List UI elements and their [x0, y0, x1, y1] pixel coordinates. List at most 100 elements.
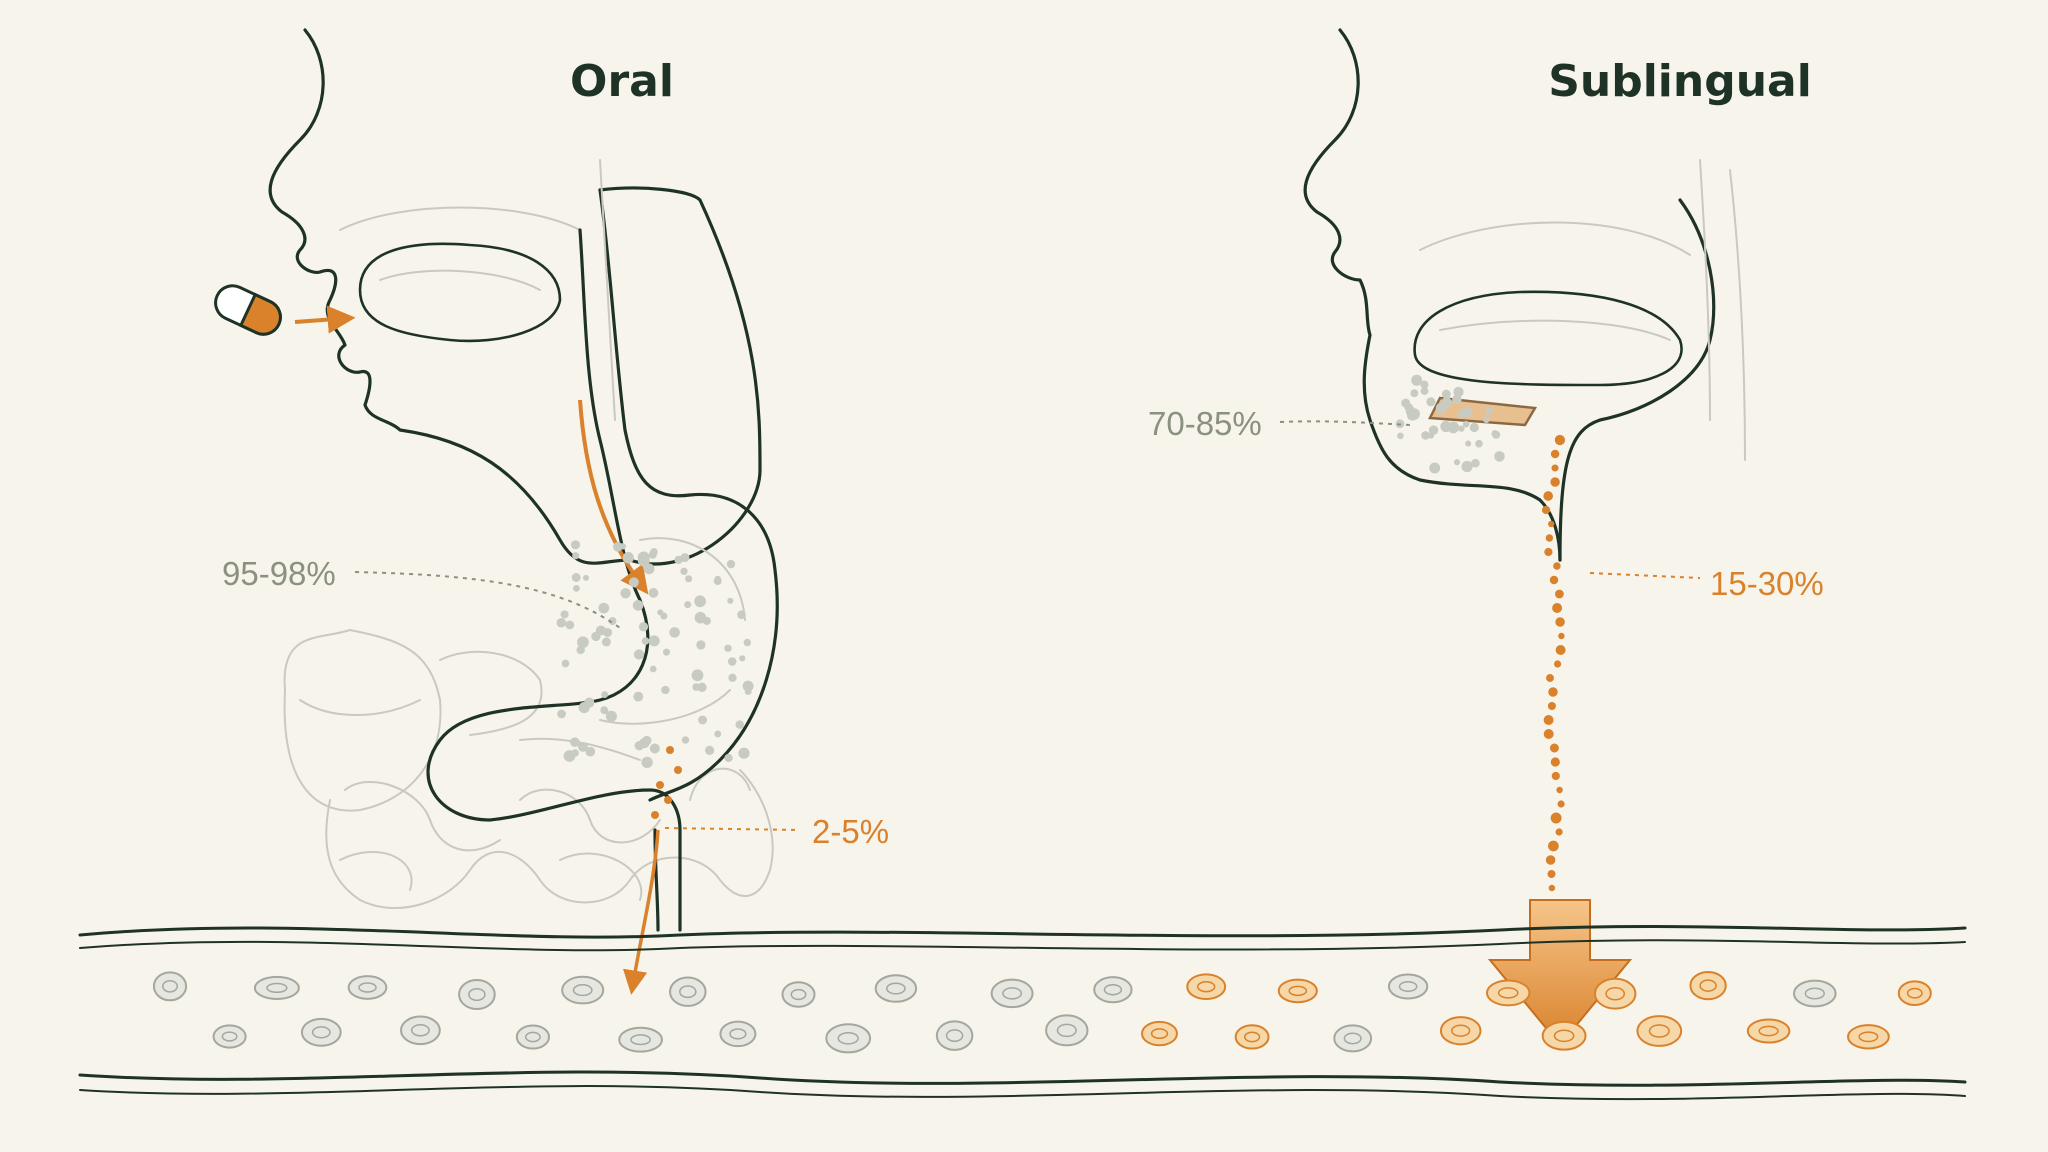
oral-particle [698, 715, 708, 725]
blood-cell-grey [253, 975, 300, 1000]
blood-cell-orange-center [1288, 985, 1308, 997]
oral-particle [744, 688, 752, 695]
sublingual-tablet-icon [1428, 396, 1538, 427]
blood-cell-grey [825, 1023, 872, 1054]
sublingual-head-outline [1303, 28, 1562, 562]
oral-particle [657, 609, 664, 616]
oral-particle [578, 702, 590, 714]
sublingual-particle [1453, 459, 1461, 466]
sublingual-particle [1401, 398, 1411, 408]
blood-cells [152, 970, 1932, 1054]
oral-particle [648, 588, 659, 598]
oral-particle [649, 743, 660, 754]
oral-particle [684, 575, 693, 583]
sublingual-particle [1458, 425, 1465, 432]
oral-particle [692, 683, 701, 691]
oral-particle [648, 550, 657, 559]
oral-particle [704, 745, 715, 756]
oral-particle [633, 649, 645, 660]
oral-particle [560, 610, 569, 619]
sublingual-particle [1465, 440, 1472, 447]
oral-particle [724, 644, 732, 653]
blood-vessel-top-wall [78, 924, 1967, 939]
sublingual-title: Sublingual [1548, 56, 1812, 107]
sublingual-particle-absorbed [1549, 575, 1559, 585]
sublingual-particle-absorbed [1545, 534, 1554, 542]
oral-particle [582, 574, 590, 581]
esophagus-stomach-outline [426, 228, 682, 932]
blood-cell-orange [1636, 1015, 1683, 1047]
sublingual-particle [1461, 460, 1473, 473]
blood-cell-orange-center [1196, 981, 1216, 993]
blood-cell-grey-center [410, 1024, 430, 1037]
oral-particle [674, 555, 683, 565]
oral-particle [714, 730, 722, 738]
oral-particle [622, 552, 634, 564]
oral-particle [737, 610, 746, 620]
sublingual-particle [1420, 387, 1429, 395]
oral-particle [572, 584, 580, 592]
sublingual-particle [1453, 386, 1464, 398]
blood-cell-orange-center [1758, 1025, 1779, 1037]
blood-cell-grey-center [572, 984, 593, 997]
oral-particle [561, 659, 570, 668]
oral-particle [571, 573, 581, 582]
sublingual-particle-absorbed [1556, 786, 1563, 794]
blood-cell-grey [1792, 979, 1837, 1008]
sublingual-particle-absorbed [1551, 771, 1560, 781]
blood-cell-grey [781, 981, 816, 1008]
oral-particle [556, 618, 567, 628]
blood-cell-orange-center [1451, 1024, 1471, 1037]
swallow-arrow [578, 399, 649, 595]
sublingual-particle-absorbed [1545, 855, 1556, 865]
oral-particle [735, 720, 744, 729]
sublingual-particle [1410, 389, 1419, 398]
sublingual-particle [1475, 439, 1483, 448]
intake-arrow [294, 305, 356, 334]
blood-cell-orange-center [1553, 1029, 1575, 1043]
sublingual-absorbed-leader [1589, 572, 1701, 579]
oral-title: Oral [570, 56, 674, 107]
sublingual-absorption-arrow [1487, 899, 1633, 1047]
blood-cell-grey [400, 1015, 441, 1046]
oral-particle-absorbed [674, 766, 682, 774]
oral-particle [577, 741, 588, 752]
blood-cell-grey-center [162, 979, 178, 993]
sublingual-particle [1469, 422, 1479, 433]
sublingual-particle [1452, 394, 1462, 405]
blood-cell-orange [1689, 970, 1727, 1001]
blood-cell-grey [874, 974, 918, 1003]
oral-particle [598, 602, 610, 614]
oral-particle [684, 601, 692, 609]
oral-particle [661, 685, 670, 695]
sublingual-particle-absorbed [1555, 828, 1563, 836]
blood-cell-orange [1541, 1020, 1587, 1051]
sublingual-particle-absorbed [1547, 701, 1556, 711]
blood-cell-grey-center [468, 987, 486, 1002]
sublingual-tongue-outline [1413, 290, 1683, 387]
blood-cell-grey [347, 975, 388, 1000]
sublingual-particle-absorbed [1548, 840, 1559, 852]
oral-particle [565, 620, 575, 630]
sublingual-particle [1485, 407, 1493, 415]
sublingual-particle [1471, 458, 1480, 468]
sublingual-particle-absorbed [1550, 757, 1560, 767]
blood-cell-grey [212, 1024, 247, 1049]
blood-cell-grey-center [1398, 980, 1418, 993]
sublingual-particle-absorbed [1558, 632, 1565, 640]
oral-particle [605, 710, 617, 722]
blood-cell-grey [1333, 1024, 1373, 1053]
blood-cell-grey [1045, 1014, 1089, 1047]
blood-cell-orange-center [1605, 986, 1626, 1001]
oral-particle [641, 756, 653, 769]
oral-particle-absorbed [664, 796, 672, 804]
blood-cell-grey-center [679, 985, 697, 999]
oral-particle [669, 627, 680, 638]
sublingual-particle [1421, 431, 1430, 440]
sublingual-particles [1395, 374, 1566, 892]
blood-cell-orange [1897, 980, 1932, 1007]
oral-particle [649, 665, 657, 673]
sublingual-particle-absorbed [1543, 491, 1554, 501]
oral-particle [632, 600, 644, 611]
